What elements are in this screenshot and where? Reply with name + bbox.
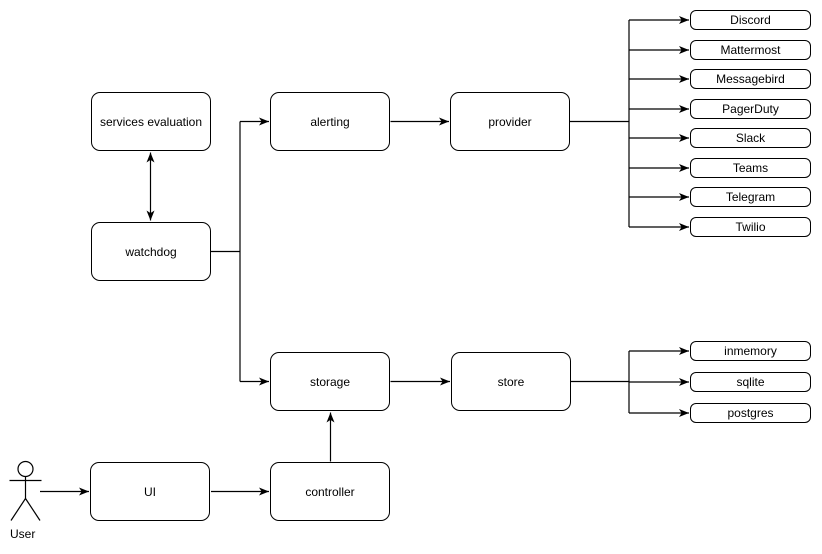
- node-ui: UI: [90, 462, 210, 521]
- node-teams: Teams: [690, 158, 811, 178]
- node-messagebird: Messagebird: [690, 69, 811, 89]
- node-services-evaluation: services evaluation: [91, 92, 211, 151]
- node-telegram: Telegram: [690, 187, 811, 207]
- node-alerting: alerting: [270, 92, 390, 151]
- node-postgres: postgres: [690, 403, 811, 423]
- node-watchdog: watchdog: [91, 222, 211, 281]
- node-discord: Discord: [690, 10, 811, 30]
- node-inmemory: inmemory: [690, 341, 811, 361]
- node-provider: provider: [450, 92, 570, 151]
- node-storage: storage: [270, 352, 390, 411]
- node-twilio: Twilio: [690, 217, 811, 237]
- node-mattermost: Mattermost: [690, 40, 811, 60]
- node-store: store: [451, 352, 571, 411]
- node-pagerduty: PagerDuty: [690, 99, 811, 119]
- user-actor-icon: [9, 460, 42, 521]
- user-actor-label: User: [10, 527, 36, 541]
- node-controller: controller: [270, 462, 390, 521]
- node-sqlite: sqlite: [690, 372, 811, 392]
- node-slack: Slack: [690, 128, 811, 148]
